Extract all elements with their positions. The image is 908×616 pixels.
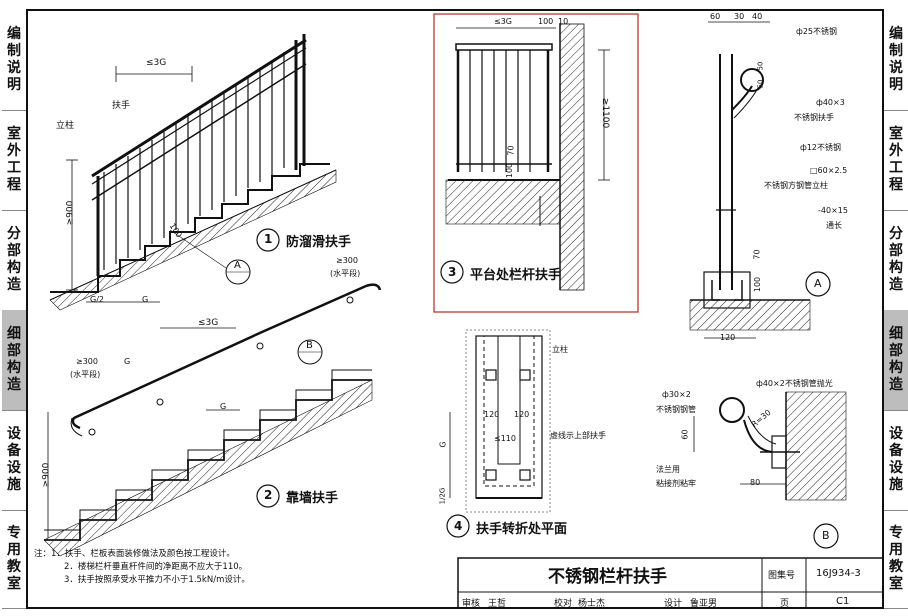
da-120-label: 120 <box>720 333 736 342</box>
check-label: 校对 <box>554 599 573 609</box>
da-post2-label: 不锈钢方钢管立柱 <box>764 181 828 190</box>
d2-horiz-right: (水平段) <box>330 269 361 278</box>
db-flange-label: 法兰用 <box>656 465 680 474</box>
d1-number: 1 <box>264 232 273 246</box>
checker-name: 杨士杰 <box>578 599 606 609</box>
d3-70-label: 70 <box>506 145 516 156</box>
d3-10-label: 10 <box>558 17 569 26</box>
d3-100b-label: 100 <box>505 162 515 179</box>
note-1: 注：1．扶手、栏板表面装修做法及颜色按工程设计。 <box>34 549 235 559</box>
d2-number: 2 <box>264 488 273 502</box>
d2-g2-label: G <box>220 402 227 411</box>
detail-3-drawing <box>440 23 610 291</box>
d4-halfg-label: 1/2G <box>438 487 447 505</box>
detail-4-drawing <box>446 329 551 538</box>
db-top-label: ф40×2不锈钢管抛光 <box>756 379 833 388</box>
d2-height-label: ≥900 <box>41 462 52 488</box>
d2-horiz-left: (水平段) <box>70 370 101 379</box>
db-60-label: 60 <box>680 429 690 440</box>
left-tab-1[interactable]: 室外工程 <box>2 110 26 211</box>
left-tab-4[interactable]: 设备设施 <box>2 410 26 511</box>
atlas-number: 16J934-3 <box>816 568 861 579</box>
db-callout: B <box>822 529 830 542</box>
d1-handrail-label: 扶手 <box>112 101 131 111</box>
right-tab-5[interactable]: 专用教室 <box>884 510 908 609</box>
detail-1-drawing <box>49 34 337 311</box>
da-30-label: 30 <box>734 12 745 21</box>
d3-spacing-label: ≤3G <box>494 17 512 26</box>
designer-name: 鲁亚男 <box>690 599 718 609</box>
d1-height-label: ≥900 <box>65 200 76 226</box>
da-50b-label: 50 <box>756 79 765 89</box>
db-pipe2-label: 不锈钢钢管 <box>656 405 696 414</box>
da-rail-label: ф25不锈钢 <box>796 27 838 36</box>
d2-title: 靠墙扶手 <box>286 491 339 506</box>
right-tab-4[interactable]: 设备设施 <box>884 410 908 511</box>
da-bar-label: ф12不锈钢 <box>800 143 842 152</box>
da-40-label: 40 <box>752 12 763 21</box>
d4-title: 扶手转折处平面 <box>476 522 568 537</box>
da-callout: A <box>814 277 822 290</box>
note-2: 2．楼梯栏杆垂直杆件间的净距离不应大于110。 <box>64 562 248 572</box>
d3-100-label: 100 <box>538 17 554 26</box>
da-post1-label: □60×2.5 <box>810 166 848 175</box>
d4-120a-label: 120 <box>484 410 500 419</box>
d1-spacing-label: ≤3G <box>146 58 167 68</box>
d3-title: 平台处栏杆扶手 <box>470 268 562 283</box>
note-3: 3．扶手按照承受水平推力不小于1.5kN/m设计。 <box>64 575 250 585</box>
d2-h300-right: ≥300 <box>336 256 358 265</box>
db-80-label: 80 <box>750 478 761 487</box>
da-tube2-label: 不锈钢扶手 <box>794 113 834 122</box>
d2-g-label: G <box>124 357 131 366</box>
detail-2-drawing <box>43 283 382 557</box>
da-50a-label: 50 <box>756 61 765 71</box>
d4-dashed-note: 虚线示上部扶手 <box>550 431 606 440</box>
d2-h300-left: ≥300 <box>76 357 98 366</box>
sheet-frame <box>26 9 884 609</box>
right-tab-3[interactable]: 细部构造 <box>884 310 908 411</box>
title-block <box>457 557 884 609</box>
design-label: 设计 <box>664 599 683 609</box>
da-flat-label: -40×15 <box>818 206 848 215</box>
detail-3-highlight <box>433 13 639 313</box>
d2-callout-b: B <box>306 340 313 351</box>
reviewer-name: 王哲 <box>488 599 507 609</box>
atlas-label: 图集号 <box>768 571 796 581</box>
d1-ghalf-label: G/2 <box>90 295 104 304</box>
right-tab-1[interactable]: 室外工程 <box>884 110 908 211</box>
left-tab-5[interactable]: 专用教室 <box>2 510 26 609</box>
d1-callout-a: A <box>234 260 241 271</box>
db-pipe-label: ф30×2 <box>662 390 691 399</box>
d4-110-label: ≤110 <box>494 434 516 443</box>
page-label: 页 <box>780 599 790 609</box>
d4-g-label: G <box>438 441 448 448</box>
review-label: 审核 <box>462 599 481 609</box>
right-tab-0[interactable]: 编制说明 <box>884 10 908 111</box>
sheet-title: 不锈钢栏杆扶手 <box>548 567 667 587</box>
left-tab-2[interactable]: 分部构造 <box>2 210 26 311</box>
page-number: C1 <box>836 596 850 607</box>
d4-number: 4 <box>454 519 463 533</box>
da-flat2-label: 通长 <box>826 221 842 230</box>
db-glue-label: 粘接剂粘牢 <box>656 479 696 488</box>
d4-120b-label: 120 <box>514 410 530 419</box>
da-tube-label: ф40×3 <box>816 98 845 107</box>
right-tab-2[interactable]: 分部构造 <box>884 210 908 311</box>
left-tab-3[interactable]: 细部构造 <box>2 310 26 411</box>
d2-spacing-label: ≤3G <box>198 318 219 328</box>
d1-g-label: G <box>142 295 149 304</box>
left-tab-0[interactable]: 编制说明 <box>2 10 26 111</box>
d1-post-label: 立柱 <box>56 121 75 131</box>
d3-number: 3 <box>448 265 457 279</box>
detail-a-drawing <box>689 21 831 339</box>
d4-post-label: 立柱 <box>552 345 568 354</box>
d3-height-label: ≥1100 <box>600 97 611 129</box>
da-100-label: 100 <box>753 276 763 293</box>
da-70-label: 70 <box>752 249 762 260</box>
d1-title: 防溜滑扶手 <box>286 235 352 250</box>
detail-b-drawing <box>693 391 847 549</box>
notes: 注：1．扶手、栏板表面装修做法及颜色按工程设计。 2．楼梯栏杆垂直杆件间的净距离… <box>34 548 250 587</box>
da-60-label: 60 <box>710 12 721 21</box>
